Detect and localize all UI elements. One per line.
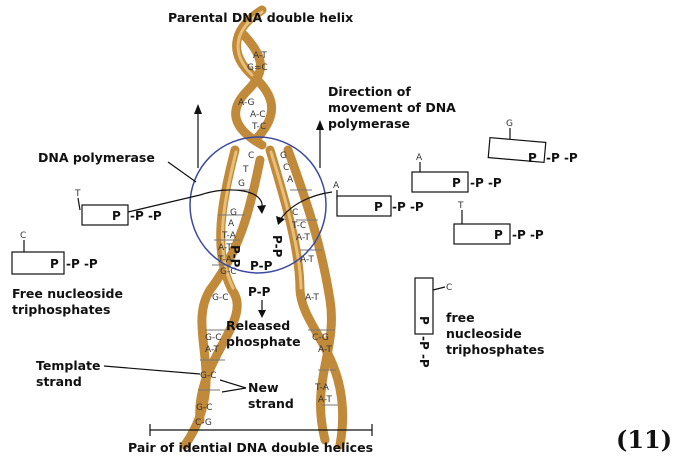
svg-text:T-C: T-C (251, 122, 266, 132)
svg-text:C-G: C-G (195, 418, 212, 428)
svg-text:G-C: G-C (196, 403, 213, 413)
svg-text:C: C (446, 283, 452, 293)
svg-text:-P -P: -P -P (417, 336, 431, 368)
svg-text:G: G (280, 151, 287, 161)
svg-text:Direction of: Direction of (328, 84, 411, 99)
pp-in-polymerase: P-P (250, 259, 273, 273)
label-parental-helix: Parental DNA double helix (168, 10, 353, 25)
svg-text:DNA polymerase: DNA polymerase (38, 150, 155, 165)
svg-text:A-T: A-T (318, 395, 332, 405)
svg-text:A-T: A-T (296, 233, 310, 243)
nucleotide-a-right: A P -P -P (412, 153, 502, 192)
svg-text:P: P (374, 200, 383, 214)
svg-text:T: T (242, 165, 249, 175)
svg-text:T-C: T-C (291, 221, 306, 231)
released-phosphate: P-P (248, 285, 271, 318)
label-new-strand: New strand (220, 380, 294, 411)
svg-text:Free nucleoside: Free nucleoside (12, 286, 123, 301)
svg-text:G=C: G=C (247, 63, 268, 73)
svg-text:C: C (20, 231, 26, 241)
label-free-right: free nucleoside triphosphates (446, 310, 544, 357)
svg-text:-P -P: -P -P (392, 200, 424, 214)
svg-text:A: A (228, 219, 235, 229)
svg-text:A: A (416, 153, 423, 163)
svg-text:A-T: A-T (253, 51, 267, 61)
svg-text:-P -P: -P -P (546, 151, 578, 165)
svg-text:Pair of idential DNA double he: Pair of idential DNA double helices (128, 440, 373, 455)
svg-text:P: P (112, 209, 121, 223)
svg-text:-P -P: -P -P (66, 257, 98, 271)
label-free-left: Free nucleoside triphosphates (12, 286, 123, 317)
svg-text:C: C (292, 208, 298, 218)
svg-text:G: G (230, 208, 237, 218)
svg-text:free: free (446, 310, 475, 325)
svg-text:strand: strand (36, 374, 82, 389)
label-dna-polymerase: DNA polymerase (38, 150, 196, 182)
svg-text:polymerase: polymerase (328, 116, 410, 131)
label-template-strand: Template strand (36, 358, 200, 389)
svg-text:-P -P: -P -P (130, 209, 162, 223)
svg-text:phosphate: phosphate (226, 334, 301, 349)
svg-text:Released: Released (226, 318, 290, 333)
svg-text:A-T: A-T (318, 345, 332, 355)
label-direction: Direction of movement of DNA polymerase (328, 84, 456, 131)
svg-text:A-T: A-T (305, 293, 319, 303)
svg-text:T: T (74, 189, 81, 199)
svg-text:Template: Template (36, 358, 101, 373)
svg-text:New: New (248, 380, 279, 395)
svg-text:-P -P: -P -P (470, 176, 502, 190)
nucleotide-t-right: T P -P -P (454, 201, 544, 244)
svg-text:-P -P: -P -P (512, 228, 544, 242)
nucleotide-g-right: G P -P -P (488, 119, 578, 165)
svg-text:A-G: A-G (238, 98, 255, 108)
figure-number: (11) (616, 425, 672, 454)
svg-text:T-A: T-A (314, 383, 330, 393)
svg-text:C-G: C-G (312, 333, 329, 343)
svg-text:A: A (333, 181, 340, 191)
svg-text:movement of DNA: movement of DNA (328, 100, 456, 115)
svg-text:P-P: P-P (270, 235, 284, 258)
svg-text:T: T (457, 201, 464, 211)
svg-text:C: C (248, 151, 254, 161)
svg-text:G: G (506, 119, 513, 129)
parental-helix: A-T G=C A-G A-C T-C (236, 10, 272, 145)
svg-text:G-C: G-C (205, 333, 222, 343)
svg-text:G: G (238, 179, 245, 189)
svg-text:A: A (287, 175, 294, 185)
svg-text:C: C (283, 163, 289, 173)
svg-text:strand: strand (248, 396, 294, 411)
svg-text:P: P (50, 257, 59, 271)
label-released-phosphate: Released phosphate (226, 318, 301, 349)
svg-text:triphosphates: triphosphates (12, 302, 110, 317)
svg-text:nucleoside: nucleoside (446, 326, 522, 341)
svg-text:P-P: P-P (228, 245, 242, 268)
svg-text:A-T: A-T (205, 345, 219, 355)
nucleotide-t-left: T P -P -P (74, 189, 200, 225)
svg-text:G-C: G-C (200, 371, 217, 381)
svg-text:P: P (452, 176, 461, 190)
svg-text:A-C: A-C (250, 110, 266, 120)
svg-text:G-C: G-C (212, 293, 229, 303)
svg-text:P: P (417, 316, 431, 325)
nucleotide-c-left: C P -P -P (12, 231, 98, 274)
nucleotide-a-mid: A P -P -P (333, 181, 424, 216)
svg-text:T-A: T-A (221, 231, 237, 241)
svg-text:P-P: P-P (248, 285, 271, 299)
svg-text:triphosphates: triphosphates (446, 342, 544, 357)
pair-bracket: Pair of idential DNA double helices (128, 424, 373, 455)
svg-text:P: P (494, 228, 503, 242)
svg-text:P: P (528, 151, 537, 165)
